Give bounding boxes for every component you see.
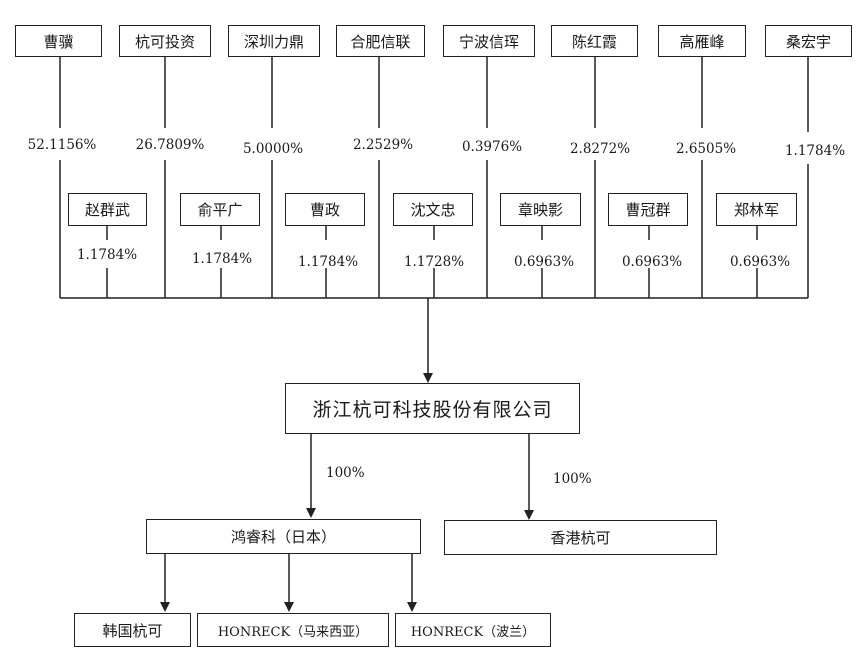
- shareholder-box: 桑宏宇: [765, 25, 852, 57]
- shareholder-name: 深圳力鼎: [243, 32, 304, 51]
- sub-subsidiary-name: HONRECK（马来西亚）: [217, 624, 369, 640]
- shareholder-percentage: 5.0000%: [242, 141, 304, 157]
- shareholder-name: 合肥信联: [350, 32, 411, 51]
- shareholder-name: 章映影: [517, 201, 563, 219]
- company-name: 浙江杭可科技股份有限公司: [312, 399, 553, 421]
- shareholder-percentage: 0.6963%: [621, 254, 683, 270]
- shareholder-box: 陈红霞: [551, 25, 638, 57]
- shareholder-percentage: 1.1784%: [784, 143, 846, 159]
- subsidiary-percentage: 100%: [326, 465, 365, 481]
- shareholder-percentage: 1.1728%: [403, 254, 465, 270]
- shareholder-percentage: 0.6963%: [729, 254, 791, 270]
- shareholder-name: 桑宏宇: [785, 32, 831, 51]
- shareholder-box: 赵群武: [68, 193, 147, 226]
- sub-subsidiary-box: HONRECK（波兰）: [395, 613, 551, 647]
- subsidiary-box: 香港杭可: [444, 520, 717, 555]
- sub-subsidiary-box: HONRECK（马来西亚）: [197, 613, 389, 647]
- shareholder-box: 杭可投资: [119, 25, 211, 57]
- shareholder-percentage: 0.6963%: [513, 254, 575, 270]
- subsidiary-name: 香港杭可: [550, 529, 611, 547]
- shareholder-name: 俞平广: [197, 201, 243, 219]
- shareholder-percentage: 52.1156%: [27, 137, 97, 153]
- shareholder-name: 陈红霞: [571, 32, 617, 51]
- company-box: 浙江杭可科技股份有限公司: [285, 383, 580, 434]
- shareholder-box: 俞平广: [180, 193, 260, 226]
- shareholder-box: 郑林军: [716, 193, 797, 226]
- shareholder-name: 郑林军: [733, 201, 779, 219]
- shareholder-percentage: 2.6505%: [675, 141, 737, 157]
- shareholder-box: 曹骥: [15, 25, 102, 57]
- shareholder-name: 沈文忠: [410, 201, 456, 219]
- shareholder-name: 杭可投资: [134, 32, 195, 51]
- subsidiary-box: 鸿睿科（日本）: [146, 519, 421, 554]
- shareholder-percentage: 2.8272%: [569, 141, 631, 157]
- shareholder-box: 深圳力鼎: [228, 25, 320, 57]
- shareholder-name: 赵群武: [84, 201, 130, 219]
- subsidiary-name: 鸿睿科（日本）: [230, 528, 336, 546]
- shareholder-percentage: 1.1784%: [191, 251, 253, 267]
- sub-subsidiary-box: 韩国杭可: [74, 613, 191, 647]
- shareholder-box: 宁波信珲: [443, 25, 535, 57]
- shareholder-box: 高雁峰: [658, 25, 746, 57]
- shareholder-percentage: 2.2529%: [352, 137, 414, 153]
- shareholder-percentage: 0.3976%: [461, 139, 523, 155]
- shareholder-box: 合肥信联: [336, 25, 425, 57]
- shareholder-percentage: 26.7809%: [135, 137, 205, 153]
- shareholder-name: 曹骥: [43, 32, 74, 51]
- subsidiary-percentage: 100%: [553, 471, 592, 487]
- shareholder-box: 曹政: [285, 193, 365, 226]
- sub-subsidiary-name: HONRECK（波兰）: [410, 624, 536, 640]
- shareholder-name: 曹冠群: [625, 201, 671, 219]
- shareholder-percentage: 1.1784%: [297, 254, 359, 270]
- shareholder-box: 沈文忠: [393, 193, 473, 226]
- shareholder-name: 曹政: [309, 201, 340, 219]
- shareholder-percentage: 1.1784%: [76, 247, 138, 263]
- shareholder-name: 高雁峰: [679, 32, 725, 51]
- shareholder-box: 章映影: [500, 193, 581, 226]
- shareholder-box: 曹冠群: [608, 193, 688, 226]
- shareholder-name: 宁波信珲: [458, 32, 519, 51]
- sub-subsidiary-name: 韩国杭可: [102, 621, 163, 640]
